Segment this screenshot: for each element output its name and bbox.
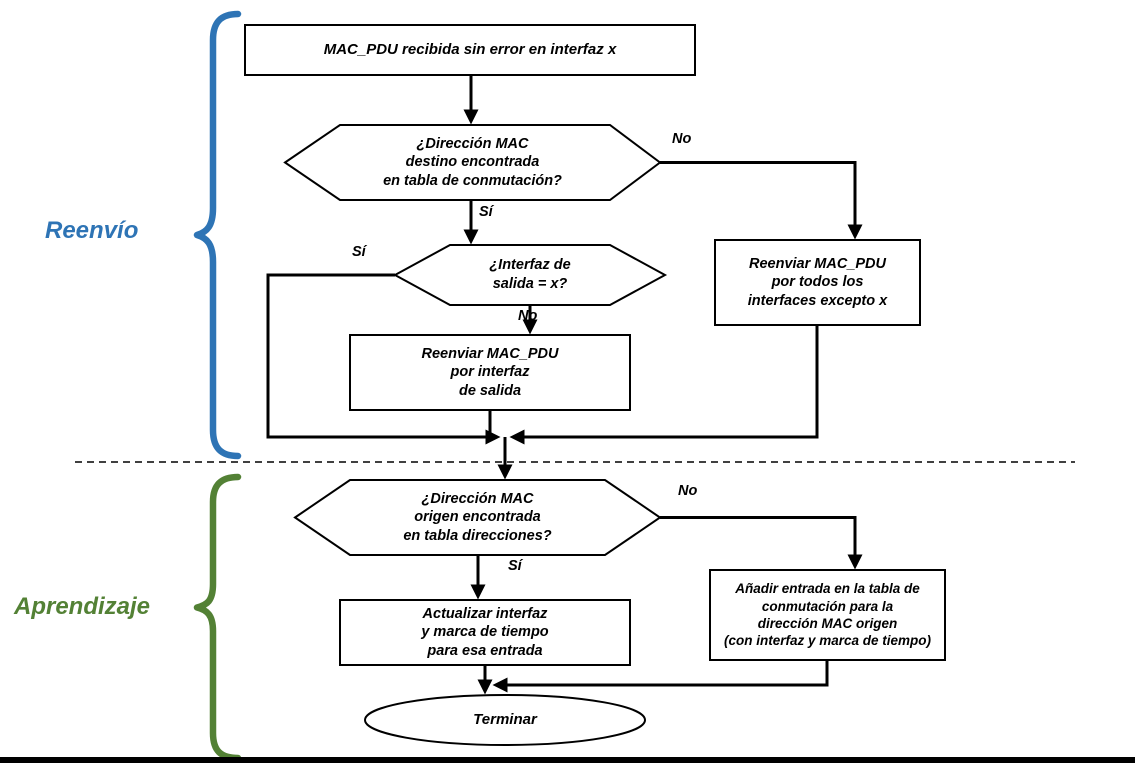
arrow-no-to-reenviar-todos [660,161,863,240]
reenviar-salida-label: Reenviar MAC_PDU por interfaz de salida [421,345,559,399]
anadir-entrada-label: Añadir entrada en la tabla de conmutació… [723,581,932,649]
arrow-anadir-to-merge-terminar [492,660,829,693]
edge-label-no-origen: No [678,483,698,499]
process-box-start [244,24,696,76]
bottom-divider-bar [0,757,1135,763]
arrow-reenviar-todos-to-merge [509,325,819,445]
edge-label-si-interfaz: Sí [352,244,366,260]
arrow-no-to-anadir [660,516,863,570]
reenviar-todos-label: Reenviar MAC_PDU por todos los interface… [747,255,888,309]
brace-aprendizaje [193,473,242,762]
decision-hexagon-interfaz [392,244,668,306]
section-label-aprendizaje: Aprendizaje [14,593,151,620]
section-label-reenvio: Reenvío [45,217,139,244]
decision-hexagon-destino [283,124,662,201]
edge-label-si-origen: Sí [508,558,522,574]
decision-destino-label: ¿Dirección MAC destino encontrada en tab… [383,135,562,189]
edge-label-no-interfaz: No [518,308,538,324]
edge-label-no-destino: No [672,131,692,147]
start-node-label: MAC_PDU recibida sin error en interfaz x [323,41,617,59]
process-box-anadir-entrada [709,569,946,661]
arrow-si-interfaz-return-to-merge [266,273,501,445]
decision-interfaz-label: ¿Interfaz de salida = x? [489,257,571,292]
brace-reenvio [193,10,242,460]
process-box-reenviar-salida [349,334,631,411]
actualizar-entrada-label: Actualizar interfaz y marca de tiempo pa… [421,605,549,659]
decision-hexagon-origen [293,479,662,556]
edge-label-si-destino: Sí [479,204,493,220]
terminator-ellipse [364,694,646,746]
process-box-reenviar-todos [714,239,921,326]
process-box-actualizar [339,599,631,666]
terminar-label: Terminar [473,711,537,729]
decision-origen-label: ¿Dirección MAC origen encontrada en tabl… [403,490,552,544]
